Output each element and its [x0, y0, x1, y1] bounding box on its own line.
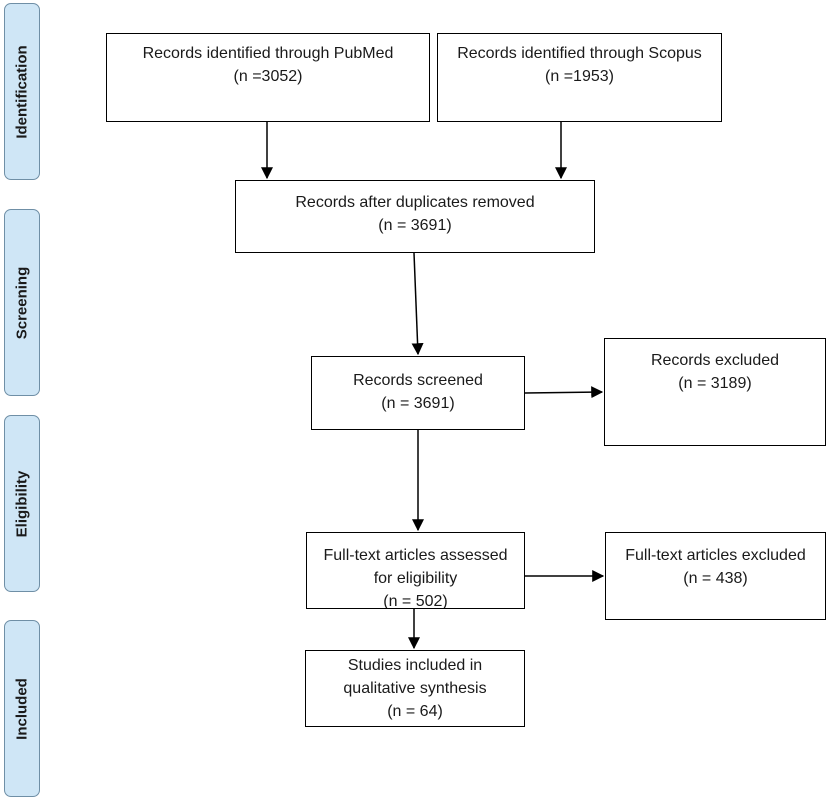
stage-identification-label: Identification: [13, 44, 31, 139]
stage-included: Included: [4, 620, 40, 797]
records-screened-box: Records screened (n = 3691): [311, 356, 525, 430]
records-excluded-count: (n = 3189): [678, 375, 752, 392]
pubmed-records-title: Records identified through PubMed: [142, 45, 394, 62]
records-screened-title: Records screened: [353, 372, 483, 389]
fulltext-assessed-box: Full-text articles assessed for eligibil…: [306, 532, 525, 609]
pubmed-records-count: (n =3052): [233, 68, 303, 85]
records-screened-count: (n = 3691): [381, 395, 455, 412]
scopus-records-count: (n =1953): [545, 68, 614, 85]
stage-identification: Identification: [4, 3, 40, 180]
fulltext-assessed-count: (n = 502): [383, 593, 448, 609]
fulltext-assessed-title: Full-text articles assessed: [323, 547, 508, 564]
arrow-duplicates-to-screened: [411, 252, 424, 356]
studies-included-title: Studies included in: [347, 657, 483, 674]
stage-screening: Screening: [4, 209, 40, 396]
stage-included-label: Included: [13, 677, 31, 740]
fulltext-excluded-title: Full-text articles excluded: [625, 547, 806, 564]
records-excluded-box: Records excluded (n = 3189): [604, 338, 826, 446]
arrow-screened-to-excluded: [524, 386, 604, 399]
fulltext-excluded-box: Full-text articles excluded (n = 438): [605, 532, 826, 620]
pubmed-records-box: Records identified through PubMed (n =30…: [106, 33, 430, 122]
stage-eligibility-label: Eligibility: [13, 470, 31, 537]
duplicates-removed-count: (n = 3691): [378, 217, 452, 234]
duplicates-removed-title: Records after duplicates removed: [295, 194, 535, 211]
studies-included-subtitle: qualitative synthesis: [343, 680, 487, 697]
stage-eligibility: Eligibility: [4, 415, 40, 592]
fulltext-excluded-count: (n = 438): [683, 570, 748, 587]
duplicates-removed-box: Records after duplicates removed (n = 36…: [235, 180, 595, 253]
studies-included-box: Studies included in qualitative synthesi…: [305, 650, 525, 727]
scopus-records-title: Records identified through Scopus: [457, 45, 702, 62]
studies-included-count: (n = 64): [387, 703, 443, 720]
scopus-records-box: Records identified through Scopus (n =19…: [437, 33, 722, 122]
stage-screening-label: Screening: [13, 266, 31, 339]
records-excluded-title: Records excluded: [650, 352, 780, 369]
fulltext-assessed-subtitle: for eligibility: [373, 570, 458, 587]
